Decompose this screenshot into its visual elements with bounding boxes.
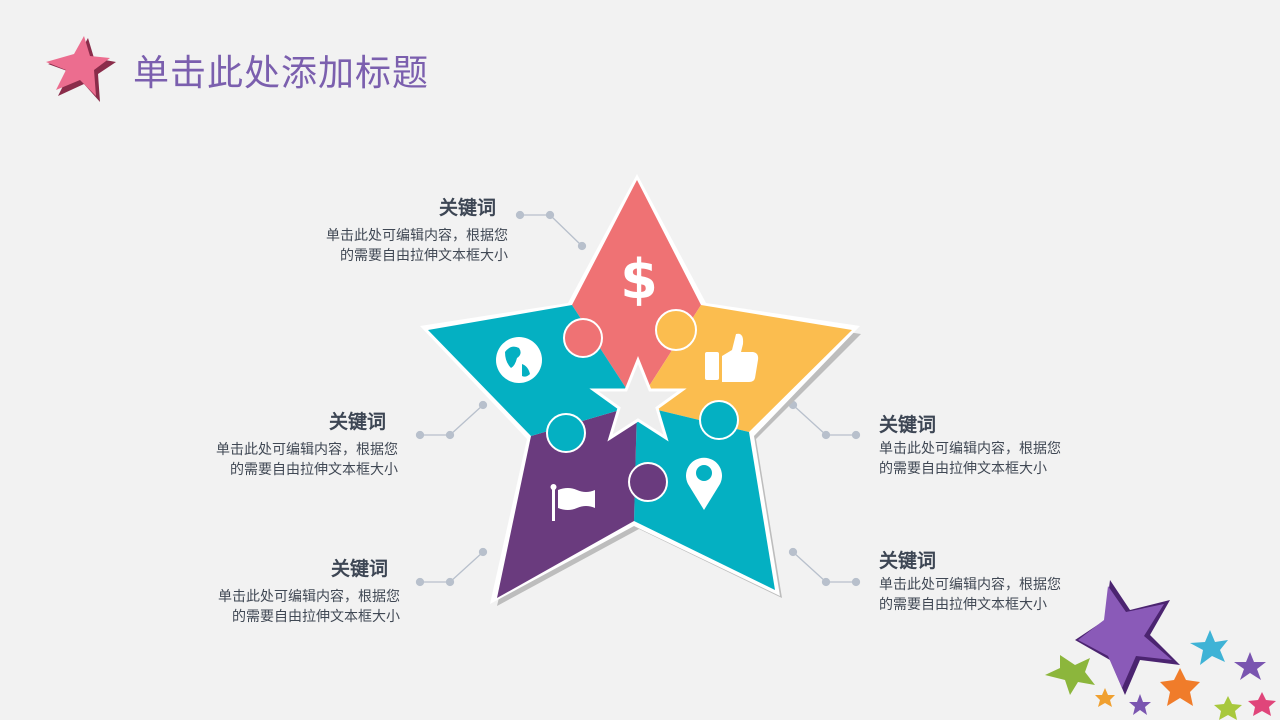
thumbs-up-icon — [705, 333, 759, 382]
keyword-heading: 关键词 — [879, 550, 937, 572]
description: 单击此处可编辑内容，根据您的需要自由拉伸文本框大小 — [879, 577, 1061, 613]
description: 单击此处可编辑内容，根据您的需要自由拉伸文本框大小 — [326, 228, 508, 264]
text-block-bottom-left[interactable]: 关键词 单击此处可编辑内容，根据您的需要自由拉伸文本框大小 — [160, 554, 400, 627]
center-star — [589, 355, 687, 442]
text-block-bottom-right[interactable]: 关键词 单击此处可编辑内容，根据您的需要自由拉伸文本框大小 — [879, 546, 1119, 615]
text-block-top-left[interactable]: 关键词 单击此处可编辑内容，根据您的需要自由拉伸文本框大小 — [268, 193, 508, 266]
text-block-mid-left[interactable]: 关键词 单击此处可编辑内容，根据您的需要自由拉伸文本框大小 — [158, 407, 398, 480]
decorative-stars — [1045, 580, 1276, 720]
location-pin-icon — [686, 457, 722, 510]
description: 单击此处可编辑内容，根据您的需要自由拉伸文本框大小 — [216, 442, 398, 478]
keyword-heading: 关键词 — [438, 197, 496, 219]
keyword-heading: 关键词 — [328, 411, 386, 433]
description: 单击此处可编辑内容，根据您的需要自由拉伸文本框大小 — [879, 441, 1061, 477]
flag-icon — [550, 484, 595, 521]
globe-icon — [496, 337, 542, 383]
connector-lines — [415, 210, 861, 587]
text-block-mid-right[interactable]: 关键词 单击此处可编辑内容，根据您的需要自由拉伸文本框大小 — [879, 410, 1119, 479]
dollar-icon: $ — [620, 248, 658, 311]
title-star-icon — [46, 36, 116, 102]
keyword-heading: 关键词 — [879, 414, 937, 436]
keyword-heading: 关键词 — [330, 558, 388, 580]
description: 单击此处可编辑内容，根据您的需要自由拉伸文本框大小 — [218, 589, 400, 625]
page-title[interactable]: 单击此处添加标题 — [133, 53, 430, 94]
